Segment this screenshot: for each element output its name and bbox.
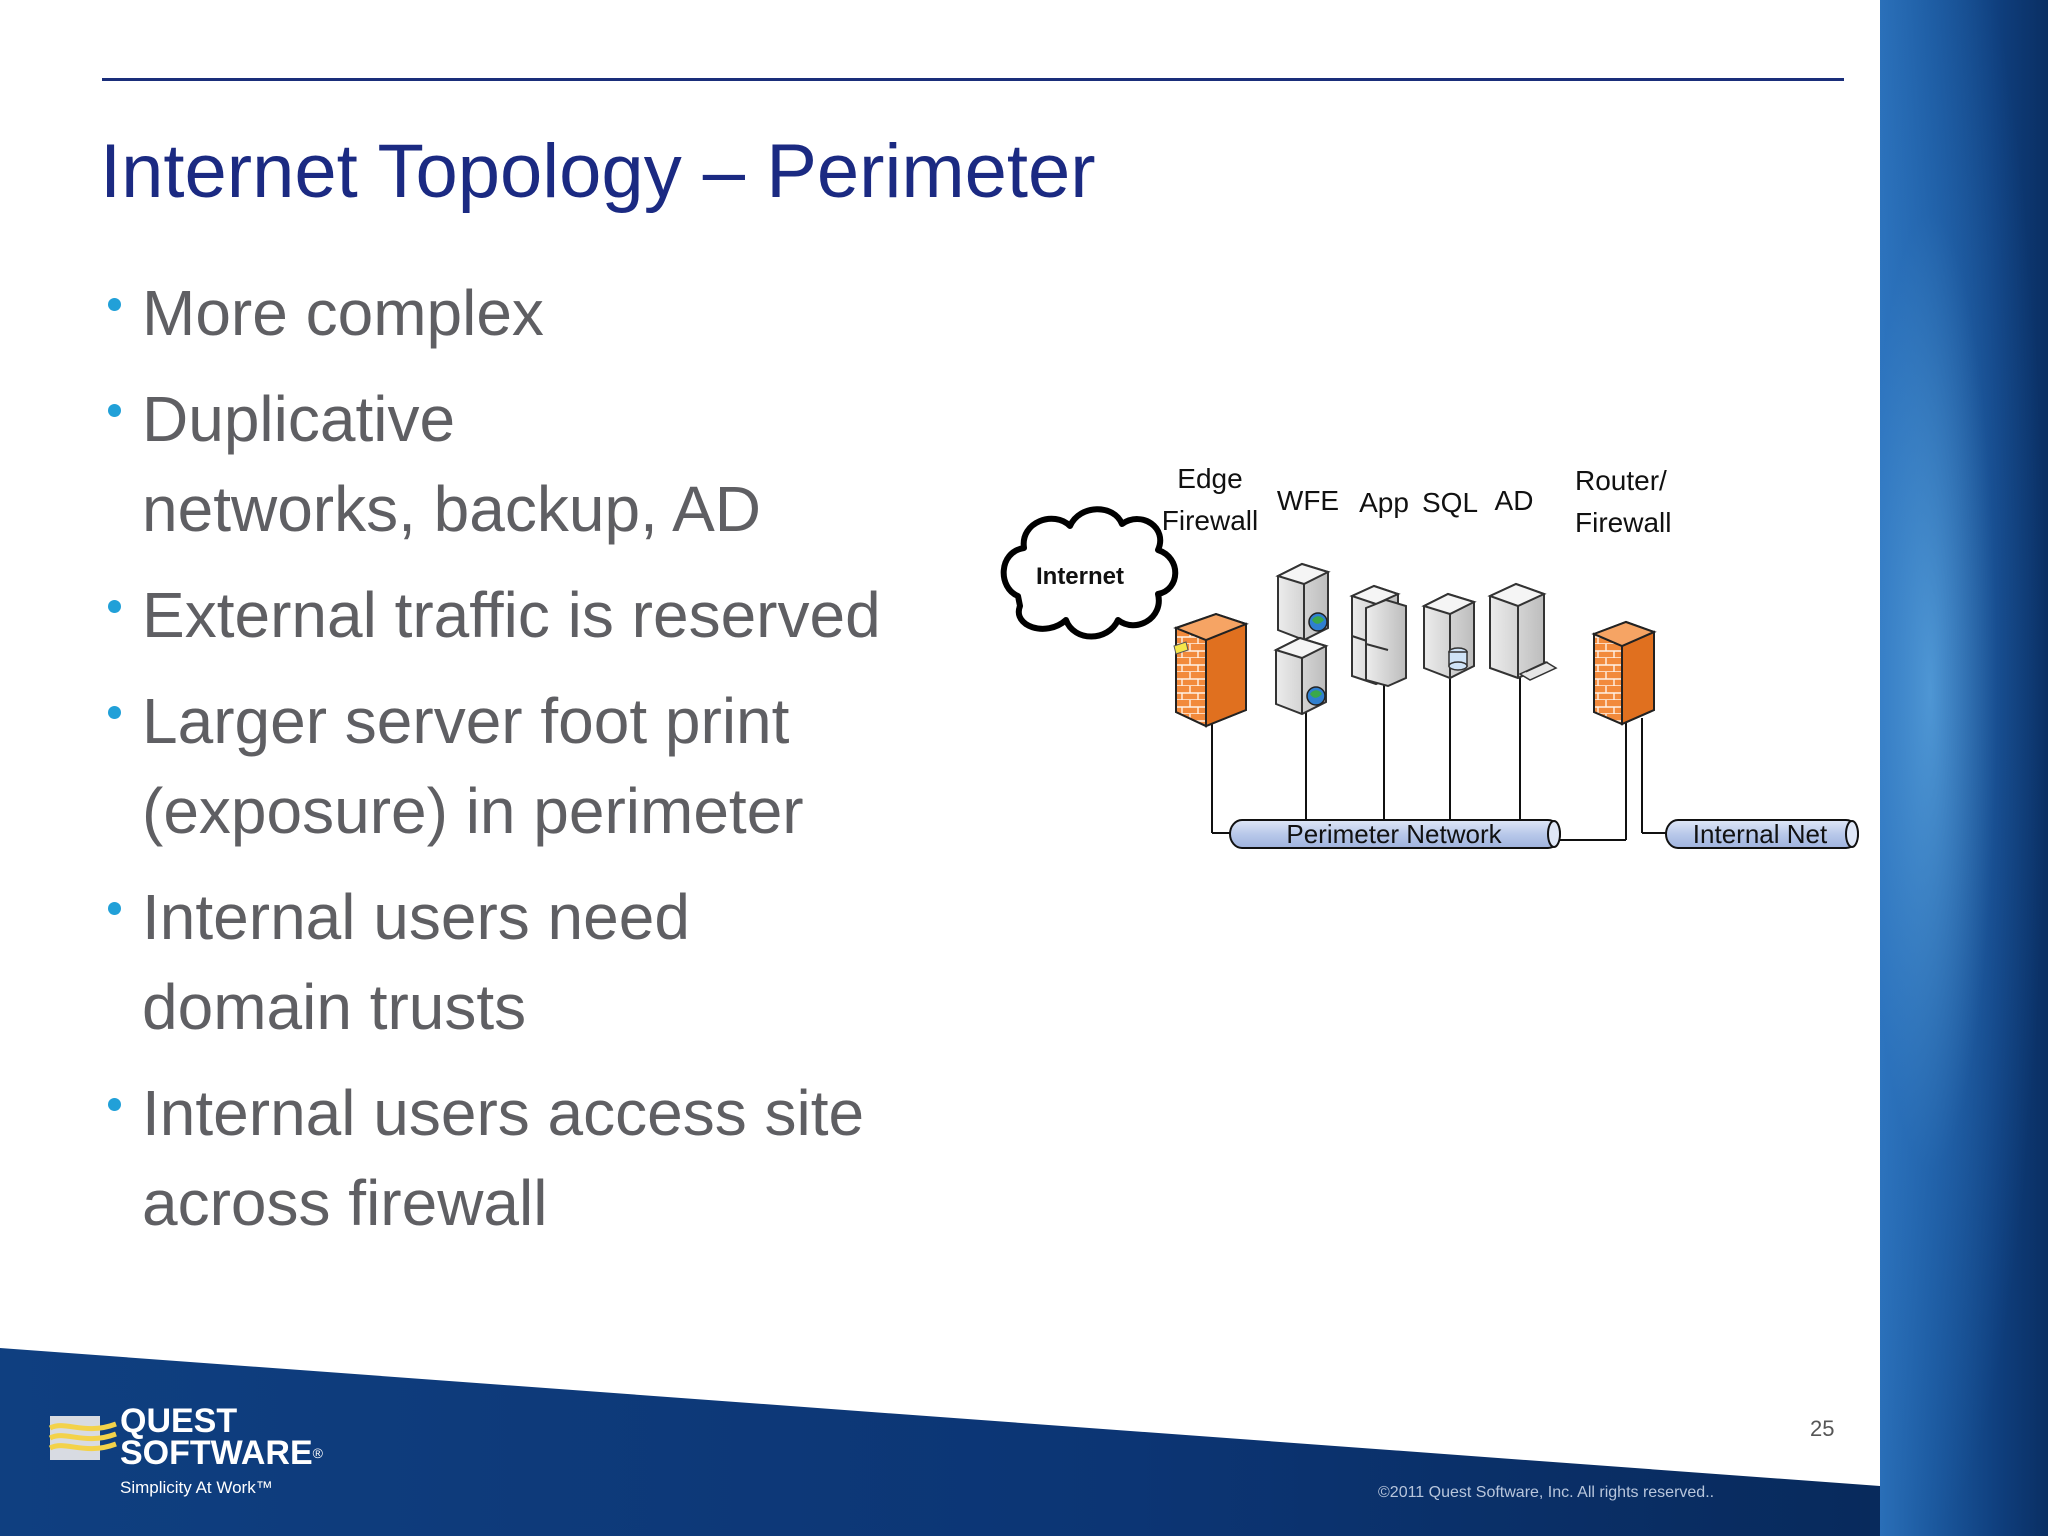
edge-firewall-icon	[1173, 612, 1249, 728]
bullet-text: networks, backup, AD	[142, 473, 761, 545]
copyright-text: ©2011 Quest Software, Inc. All rights re…	[1378, 1484, 1715, 1501]
bullet-item: Internal users access site across firewa…	[102, 1068, 962, 1248]
quest-software-logo: QUEST SOFTWARE® Simplicity At Work™	[48, 1402, 368, 1502]
app-server-icon	[1349, 584, 1407, 688]
bullet-text: More complex	[142, 277, 544, 349]
bullet-item: Larger server foot print (exposure) in p…	[102, 676, 962, 856]
bullet-dot	[108, 600, 121, 613]
bullet-item: More complex	[102, 268, 962, 358]
router-firewall-label: Firewall	[1575, 507, 1671, 538]
bullet-item: Duplicative networks, backup, AD	[102, 374, 962, 554]
bullet-text: domain trusts	[142, 971, 527, 1043]
internet-label: Internet	[1036, 563, 1124, 590]
logo-line-2: SOFTWARE®	[120, 1434, 323, 1472]
perimeter-network-bar: Perimeter Network	[1229, 819, 1561, 849]
bullet-text: Internal users access site	[142, 1077, 865, 1149]
edge-firewall-label: Firewall	[1162, 505, 1258, 536]
bullet-text: Internal users need	[142, 881, 690, 953]
bullet-text: External traffic is reserved	[142, 579, 881, 651]
bullet-dot	[108, 706, 121, 719]
page-number: 25	[1810, 1416, 1835, 1441]
bullet-dot	[108, 902, 121, 915]
wfe-server-icon	[1275, 562, 1331, 642]
edge-firewall-label: Edge	[1177, 463, 1242, 494]
internal-network-bar: Internal Net	[1665, 819, 1859, 849]
ad-label: AD	[1495, 485, 1534, 516]
wfe-server-icon	[1273, 636, 1329, 716]
bullet-dot	[108, 404, 121, 417]
top-rule	[102, 78, 1844, 81]
slide-title: Internet Topology – Perimeter	[100, 129, 1096, 214]
ad-server-icon	[1487, 582, 1558, 681]
topology-diagram: Edge Firewall WFE App SQL AD Router/ Fir…	[1000, 463, 1859, 849]
router-firewall-label: Router/	[1575, 465, 1667, 496]
wfe-label: WFE	[1277, 485, 1339, 516]
internet-cloud-icon: Internet	[1000, 506, 1179, 640]
right-blue-band	[1880, 0, 2048, 1536]
bullet-text: Larger server foot print	[142, 685, 790, 757]
logo-tagline: Simplicity At Work™	[120, 1478, 273, 1497]
bullet-item: Internal users need domain trusts	[102, 872, 962, 1052]
internal-network-label: Internal Net	[1693, 819, 1828, 849]
bullet-item: External traffic is reserved	[102, 570, 962, 660]
logo-line-1: QUEST	[120, 1402, 238, 1440]
router-firewall-icon	[1591, 620, 1657, 726]
bullet-dot	[108, 1098, 121, 1111]
quest-logo-mark-icon	[48, 1416, 117, 1460]
app-label: App	[1359, 487, 1409, 518]
bullet-dot	[108, 298, 121, 311]
bullet-list: More complex Duplicative networks, backu…	[102, 268, 962, 1264]
bullet-text: Duplicative	[142, 383, 456, 455]
bullet-text: across firewall	[142, 1167, 548, 1239]
perimeter-network-label: Perimeter Network	[1286, 819, 1502, 849]
bullet-text: (exposure) in perimeter	[142, 775, 804, 847]
sql-label: SQL	[1422, 487, 1478, 518]
sql-server-icon	[1421, 592, 1477, 680]
